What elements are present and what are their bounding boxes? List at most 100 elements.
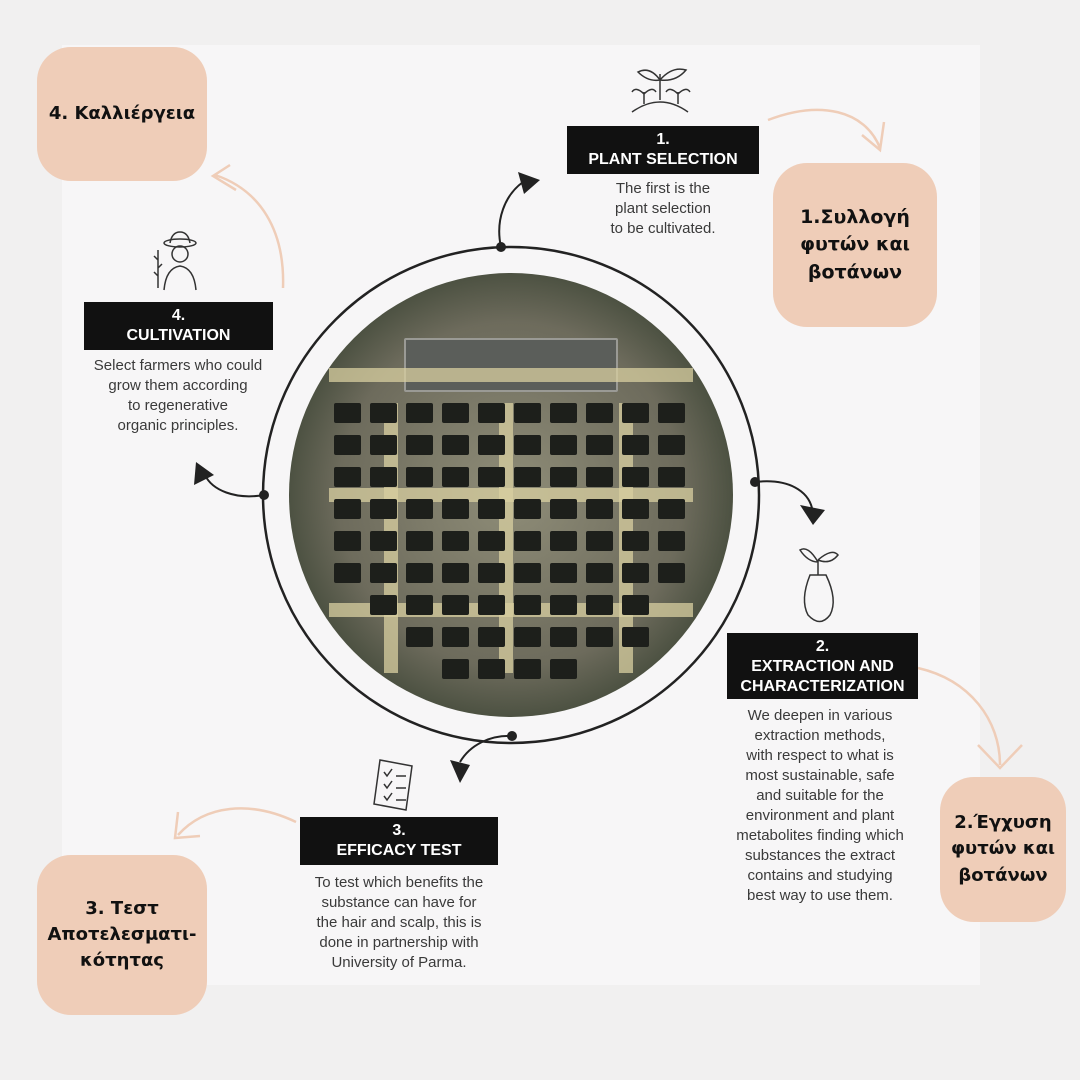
desc-line: and suitable for the bbox=[756, 787, 884, 804]
garden-bed bbox=[514, 659, 541, 679]
garden-bed bbox=[442, 531, 469, 551]
garden-bed bbox=[586, 595, 613, 615]
peach-arrow-efficacy bbox=[173, 807, 297, 840]
garden-bed bbox=[514, 499, 541, 519]
arrow-to-extraction bbox=[754, 480, 813, 509]
garden-bed bbox=[622, 403, 649, 423]
arrowhead-icon bbox=[450, 760, 470, 783]
garden-bed bbox=[550, 403, 577, 423]
garden-bed bbox=[622, 499, 649, 519]
step-title: PLANT SELECTION bbox=[588, 151, 738, 168]
desc-line: to regenerative bbox=[127, 397, 229, 414]
garden-bed bbox=[442, 403, 469, 423]
arrowhead-icon bbox=[194, 462, 214, 485]
garden-bed bbox=[586, 563, 613, 583]
step-title: CULTIVATION bbox=[126, 327, 231, 344]
garden-bed bbox=[406, 627, 433, 647]
arrow-to-selection bbox=[498, 181, 524, 248]
garden-bed bbox=[478, 531, 505, 551]
garden-bed bbox=[334, 499, 361, 519]
farmer-icon bbox=[153, 231, 197, 291]
garden-bed bbox=[622, 435, 649, 455]
garden-bed bbox=[406, 595, 433, 615]
desc-line: plant selection bbox=[615, 200, 711, 217]
greek-label: 1.Συλλογή bbox=[800, 205, 910, 228]
step-1-label: 1. PLANT SELECTION bbox=[567, 126, 759, 174]
garden-bed bbox=[406, 563, 433, 583]
greek-box-efficacy: 3. Τεστ Αποτελεσματι- κότητας bbox=[37, 855, 207, 1015]
garden-bed bbox=[478, 659, 505, 679]
desc-line: to be cultivated. bbox=[610, 220, 716, 237]
garden-bed bbox=[370, 499, 397, 519]
garden-bed bbox=[478, 595, 505, 615]
garden-bed bbox=[550, 531, 577, 551]
step-1-description: The first is the plant selection to be c… bbox=[583, 179, 743, 239]
garden-bed bbox=[334, 467, 361, 487]
greek-label: 3. Τεστ bbox=[85, 897, 159, 919]
garden-bed bbox=[478, 467, 505, 487]
garden-bed bbox=[514, 627, 541, 647]
garden-bed bbox=[658, 563, 685, 583]
step-2-label: 2. EXTRACTION AND CHARACTERIZATION bbox=[727, 633, 918, 699]
garden-bed bbox=[550, 499, 577, 519]
greek-box-extraction: 2.Έγχυση φυτών και βοτάνων bbox=[940, 777, 1066, 922]
garden-aerial-photo bbox=[289, 273, 733, 717]
greenhouse bbox=[404, 338, 618, 392]
desc-line: extraction methods, bbox=[754, 727, 886, 744]
garden-bed bbox=[370, 563, 397, 583]
garden-bed bbox=[370, 595, 397, 615]
garden-bed bbox=[550, 563, 577, 583]
peach-arrow-extraction bbox=[917, 666, 1023, 770]
garden-bed bbox=[586, 531, 613, 551]
garden-bed bbox=[442, 563, 469, 583]
desc-line: environment and plant bbox=[745, 807, 895, 824]
checklist-icon bbox=[373, 759, 413, 811]
garden-bed bbox=[514, 435, 541, 455]
arrow-to-cultivation bbox=[204, 474, 265, 498]
garden-bed bbox=[370, 531, 397, 551]
garden-bed bbox=[550, 659, 577, 679]
garden-bed bbox=[478, 499, 505, 519]
greek-label: 2.Έγχυση bbox=[954, 812, 1052, 834]
desc-line: the hair and scalp, this is bbox=[316, 914, 482, 931]
garden-bed bbox=[622, 531, 649, 551]
desc-line: metabolites finding which bbox=[736, 827, 904, 844]
garden-bed bbox=[658, 467, 685, 487]
garden-bed bbox=[622, 595, 649, 615]
greek-label: φυτών και bbox=[800, 233, 910, 256]
step-number: 3. bbox=[392, 822, 406, 839]
desc-line: organic principles. bbox=[117, 417, 239, 434]
greek-label: βοτάνων bbox=[958, 864, 1048, 886]
garden-bed bbox=[442, 627, 469, 647]
desc-line: University of Parma. bbox=[331, 954, 467, 971]
step-4-description: Select farmers who could grow them accor… bbox=[72, 356, 284, 436]
greek-label: 4. Καλλιέργεια bbox=[48, 102, 196, 124]
garden-path bbox=[329, 368, 693, 382]
garden-bed bbox=[658, 499, 685, 519]
cycle-ring bbox=[261, 245, 761, 745]
step-number: 1. bbox=[656, 131, 670, 148]
garden-bed bbox=[334, 435, 361, 455]
desc-line: most sustainable, safe bbox=[745, 767, 895, 784]
step-number: 2. bbox=[815, 638, 830, 655]
garden-bed bbox=[622, 627, 649, 647]
garden-bed bbox=[514, 595, 541, 615]
garden-bed bbox=[442, 499, 469, 519]
step-title: EXTRACTION AND bbox=[751, 658, 894, 675]
garden-bed bbox=[658, 403, 685, 423]
garden-bed bbox=[514, 531, 541, 551]
peach-arrow-cultivation bbox=[210, 163, 285, 289]
step-3-description: To test which benefits the substance can… bbox=[290, 873, 508, 973]
arrowhead-icon bbox=[518, 172, 540, 194]
greek-box-selection: 1.Συλλογή φυτών και βοτάνων bbox=[773, 163, 937, 327]
desc-line: The first is the bbox=[615, 180, 711, 197]
garden-bed bbox=[334, 563, 361, 583]
greek-label: φυτών και bbox=[950, 838, 1056, 860]
garden-bed bbox=[442, 595, 469, 615]
peach-arrow-selection bbox=[767, 108, 886, 153]
garden-bed bbox=[442, 659, 469, 679]
desc-line: We deepen in various bbox=[747, 707, 893, 724]
greek-label: βοτάνων bbox=[807, 260, 903, 283]
garden-bed bbox=[658, 531, 685, 551]
desc-line: substances the extract bbox=[744, 847, 896, 864]
